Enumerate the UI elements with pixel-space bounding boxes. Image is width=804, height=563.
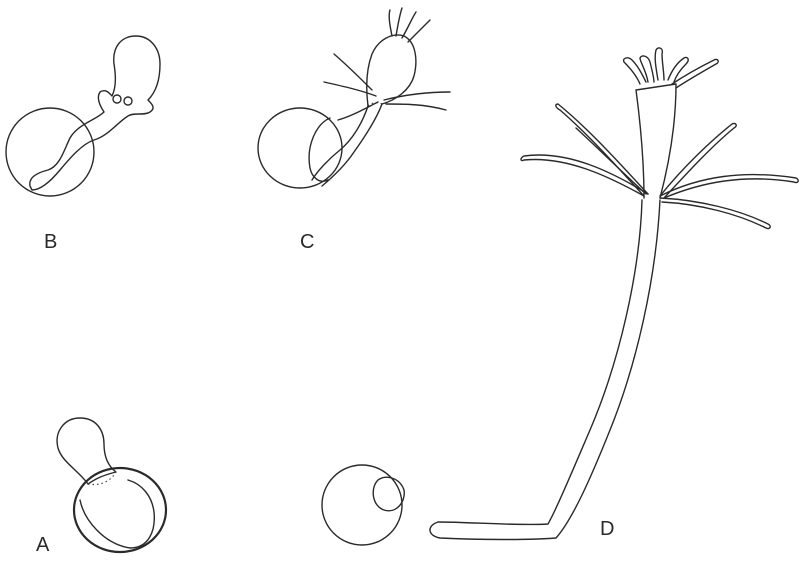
panel-c-tentacle xyxy=(334,54,372,90)
panel-a-emerging-bulb xyxy=(57,418,116,484)
panel-b-label: B xyxy=(44,231,57,254)
panel-c-tentacle xyxy=(324,82,376,96)
panel-d-tentacle-top xyxy=(668,57,688,82)
panel-c-tentacle xyxy=(338,102,378,120)
panel-c-tentacle xyxy=(386,104,446,110)
panel-d-tentacle-top xyxy=(672,59,718,88)
panel-a-constriction xyxy=(88,472,116,485)
panel-d-tentacle-top xyxy=(655,48,664,80)
panel-d-label: D xyxy=(600,518,614,541)
panel-d-tentacle xyxy=(521,155,648,196)
panel-a-egg-shell xyxy=(74,468,166,552)
panel-c-drawing xyxy=(258,8,450,188)
panel-c-label: C xyxy=(300,231,314,254)
panel-d-tentacle xyxy=(660,175,798,198)
panel-d-egg-pocket xyxy=(373,477,404,511)
panel-d-tentacle-top xyxy=(640,56,654,82)
panel-d-tentacle-top xyxy=(624,58,646,84)
panel-a-drawing xyxy=(57,418,166,552)
panel-b-tentacle-bud xyxy=(113,95,121,103)
panel-b-hydra-body xyxy=(30,36,160,190)
panel-d-stalk xyxy=(430,200,660,540)
panel-d-tentacle xyxy=(660,198,770,229)
panel-d-body xyxy=(636,84,676,198)
panel-c-stalk-right xyxy=(322,104,382,186)
panel-b-egg-shell xyxy=(6,108,94,196)
panel-d-egg xyxy=(322,465,404,545)
panel-a-inner-membrane xyxy=(80,480,154,548)
panel-c-shell-opening xyxy=(309,118,330,181)
panel-b-drawing xyxy=(6,36,160,196)
panel-c-tentacles-top xyxy=(389,8,430,42)
panel-d-tentacle xyxy=(576,128,646,194)
panel-b-tentacle-bud xyxy=(124,97,132,105)
panel-a-label: A xyxy=(36,534,49,557)
panel-c-egg-shell xyxy=(258,108,342,188)
panel-d-drawing xyxy=(430,48,798,540)
